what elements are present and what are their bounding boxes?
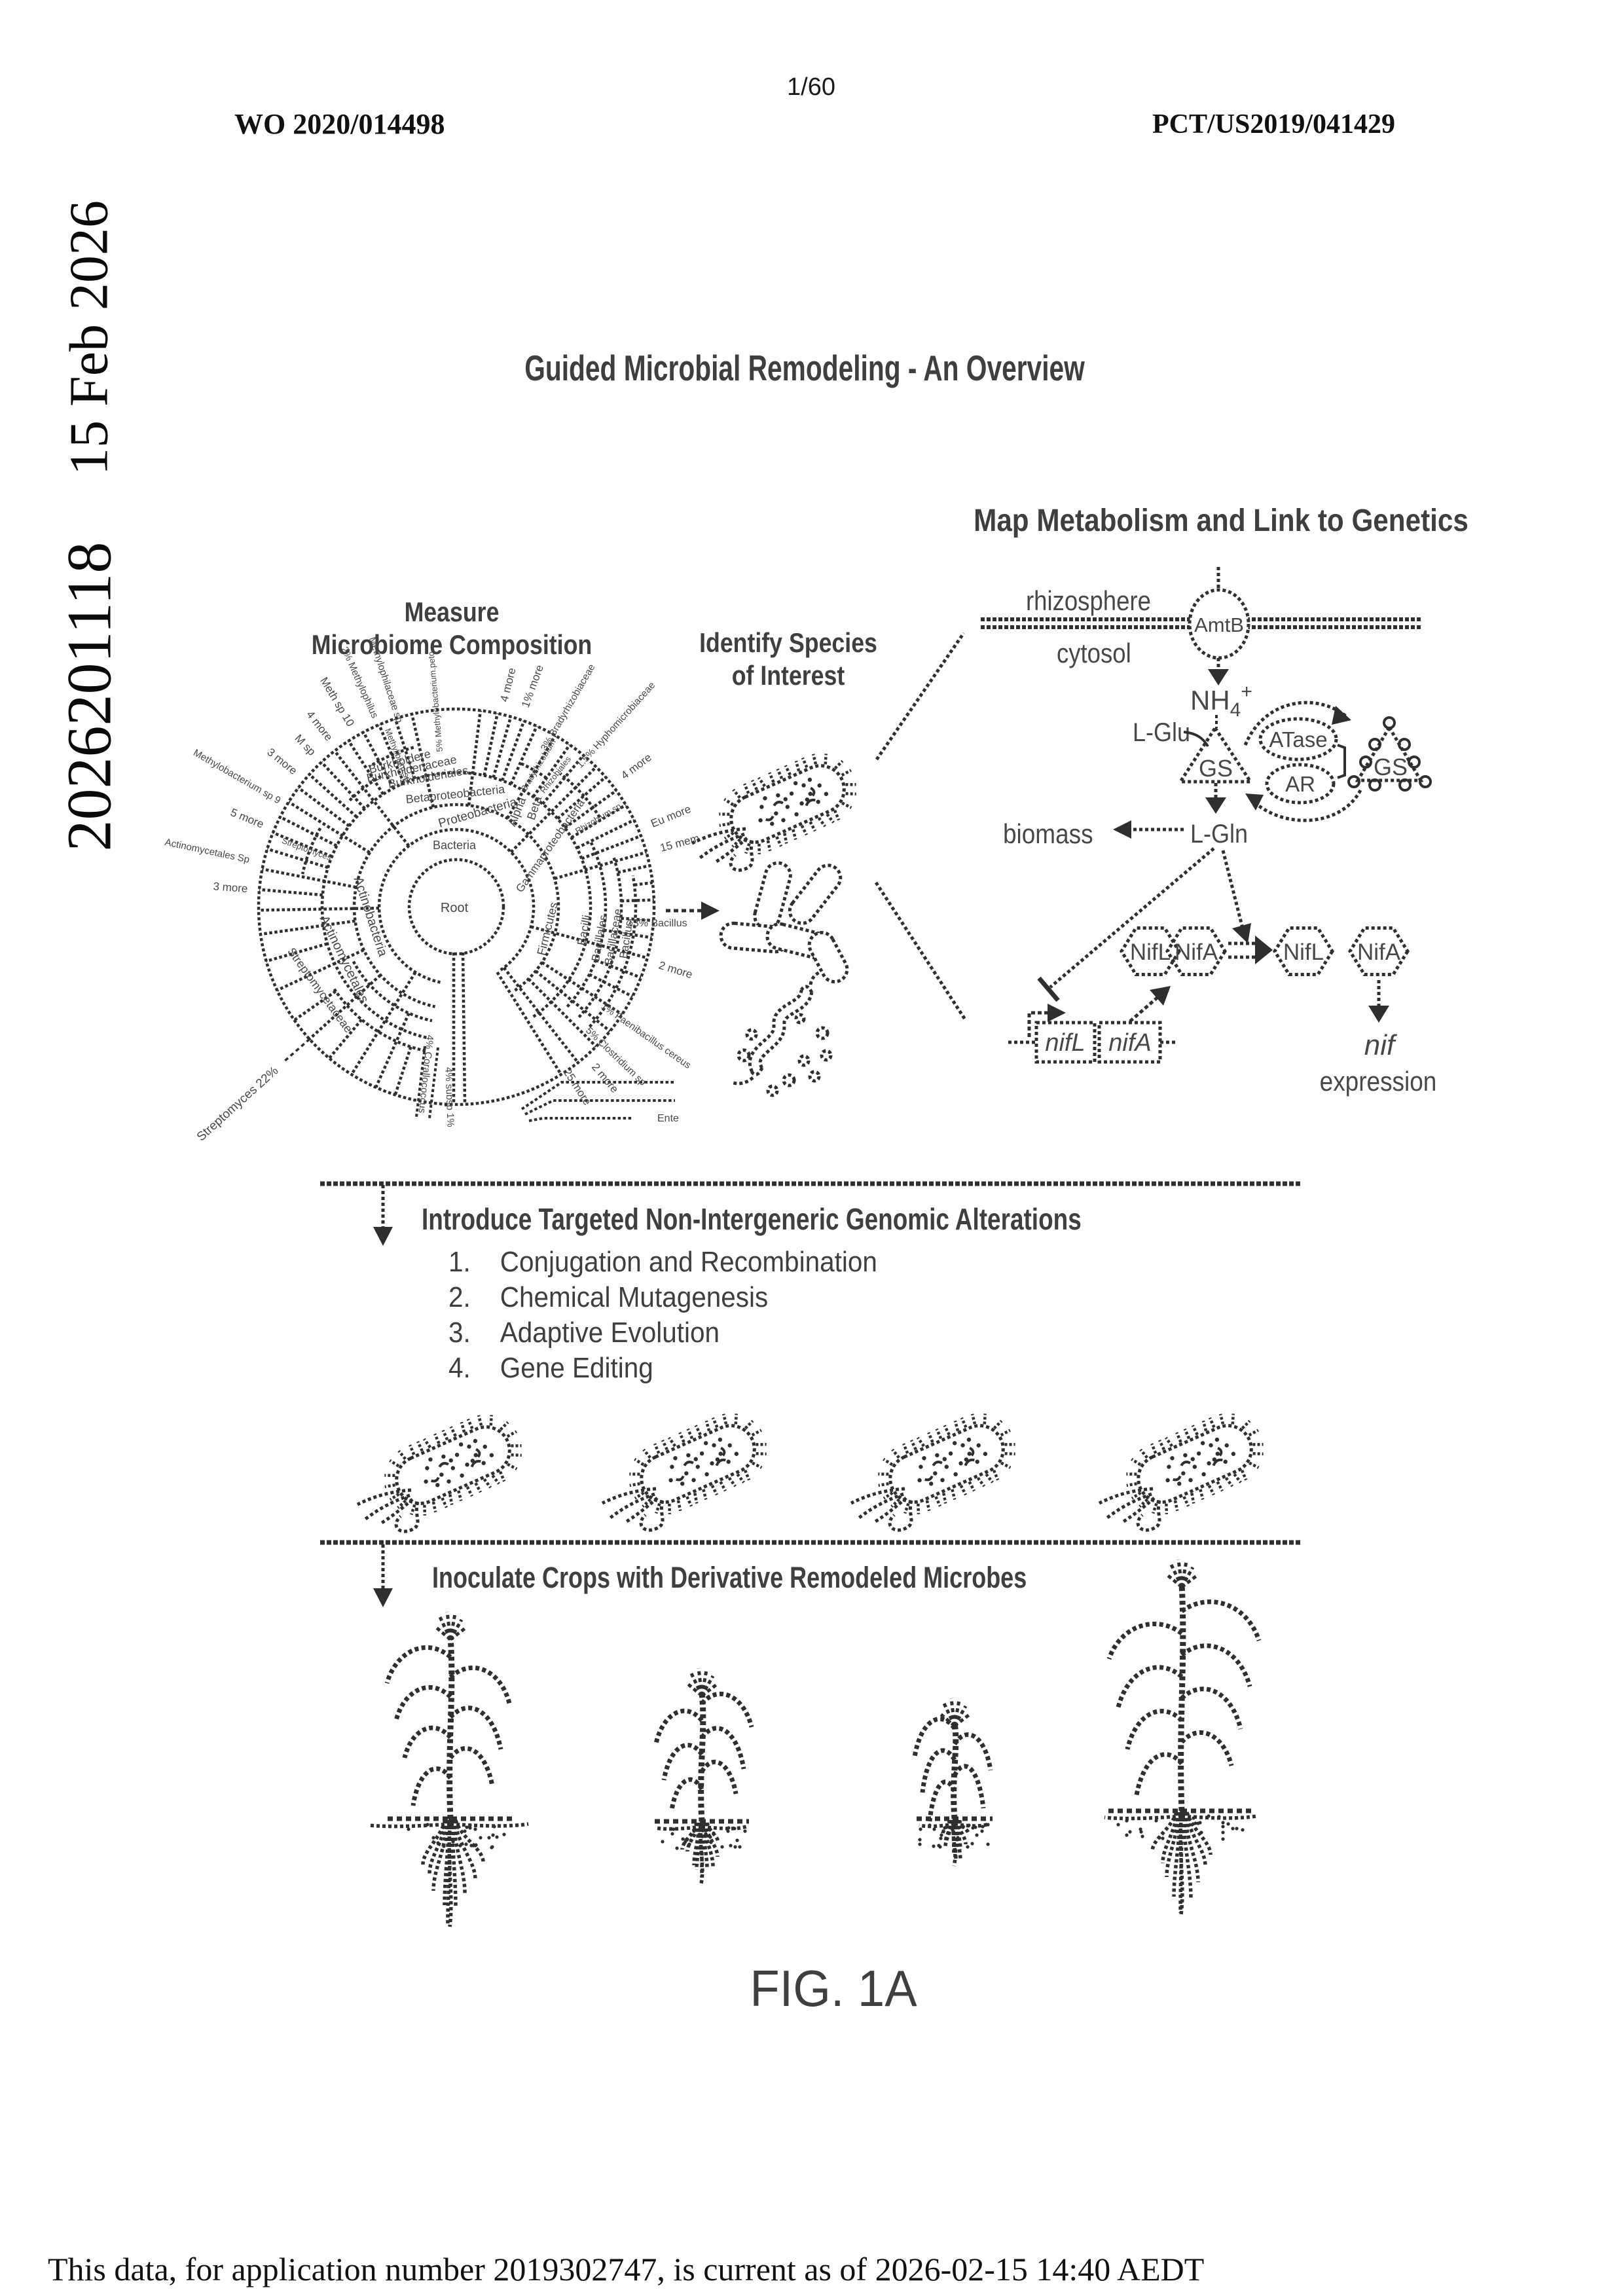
- svg-text:2 more: 2 more: [657, 959, 694, 981]
- svg-text:biomass: biomass: [1003, 819, 1093, 850]
- svg-text:1% more: 1% more: [519, 663, 546, 709]
- svg-text:NifA: NifA: [1357, 939, 1401, 965]
- svg-text:4 more: 4 more: [304, 708, 335, 743]
- svg-text:expression: expression: [1320, 1066, 1437, 1097]
- svg-text:M sp: M sp: [293, 732, 318, 758]
- svg-text:nifA: nifA: [1108, 1029, 1151, 1057]
- svg-text:cytosol: cytosol: [1057, 638, 1131, 669]
- svg-text:nif: nif: [1364, 1029, 1398, 1061]
- svg-text:4% subsp 1%: 4% subsp 1%: [443, 1067, 456, 1127]
- svg-text:GS: GS: [1199, 755, 1233, 782]
- svg-text:Bacteria: Bacteria: [433, 839, 477, 852]
- svg-text:3 more: 3 more: [213, 880, 248, 895]
- svg-text:Bacilli: Bacilli: [575, 914, 594, 947]
- svg-text:GS: GS: [1374, 754, 1408, 780]
- svg-text:ATase: ATase: [1269, 727, 1327, 752]
- svg-text:L-Gln: L-Gln: [1190, 820, 1248, 848]
- svg-text:5 more: 5 more: [228, 806, 265, 830]
- svg-text:Root: Root: [441, 901, 469, 915]
- svg-text:13% Bacillus: 13% Bacillus: [627, 918, 687, 929]
- svg-text:4 more: 4 more: [619, 751, 654, 782]
- svg-text:NifL: NifL: [1130, 939, 1171, 965]
- svg-text:3% Bradyrhizobiaceae: 3% Bradyrhizobiaceae: [539, 663, 598, 753]
- svg-text:Beta: Beta: [524, 794, 545, 822]
- svg-text:L-Glu: L-Glu: [1133, 718, 1190, 747]
- svg-text:Ente: Ente: [657, 1113, 679, 1124]
- svg-text:AR: AR: [1285, 772, 1315, 796]
- svg-text:Actinomycetales Sp: Actinomycetales Sp: [164, 837, 250, 866]
- svg-text:4 more: 4 more: [498, 666, 518, 703]
- svg-text:3 more: 3 more: [264, 746, 299, 777]
- svg-text:Actinobacteria: Actinobacteria: [351, 875, 390, 958]
- svg-text:rhizosphere: rhizosphere: [1026, 586, 1151, 617]
- svg-text:Eu more: Eu more: [649, 803, 693, 830]
- svg-text:Gammaproteobacteria: Gammaproteobacteria: [513, 797, 587, 895]
- svg-text:2 more: 2 more: [589, 1061, 621, 1095]
- svg-text:NifL: NifL: [1283, 939, 1324, 965]
- svg-text:NH4+: NH4+: [1190, 681, 1252, 721]
- svg-text:5% Methylobacterium.peto: 5% Methylobacterium.peto: [426, 651, 445, 752]
- svg-text:NifA: NifA: [1175, 939, 1218, 965]
- svg-text:AmtB: AmtB: [1194, 613, 1244, 636]
- svg-text:Streptomyces 22%: Streptomyces 22%: [194, 1064, 282, 1144]
- svg-text:nifL: nifL: [1045, 1029, 1085, 1057]
